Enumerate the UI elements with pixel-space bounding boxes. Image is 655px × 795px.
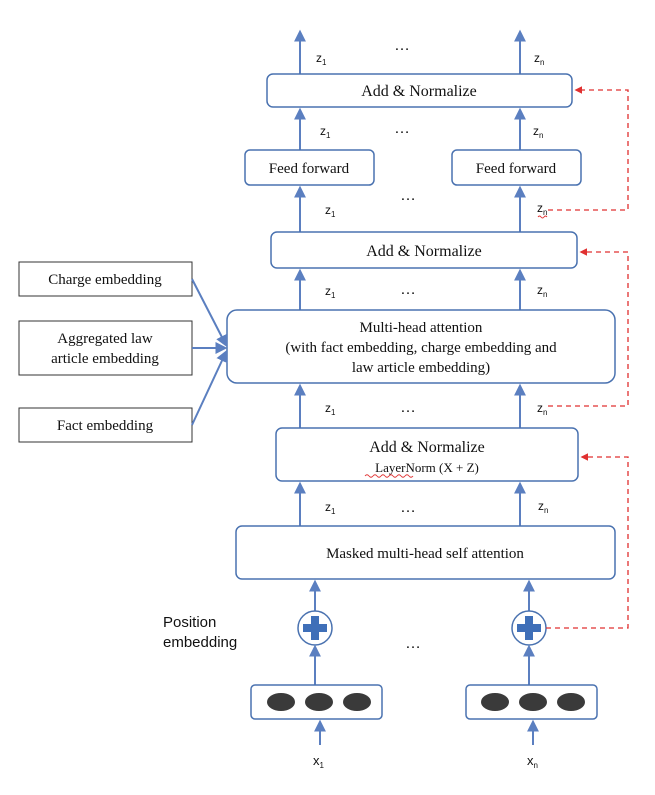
ellipsis-masked-out: … bbox=[400, 499, 416, 516]
law-article-embedding-line2: article embedding bbox=[51, 351, 159, 367]
zn-label-top: zn bbox=[534, 51, 544, 67]
residual-connection-middle bbox=[548, 248, 629, 407]
multi-head-attention-line3: law article embedding) bbox=[352, 360, 490, 376]
ellipsis-mha-in: … bbox=[400, 399, 416, 416]
xn-label: xn bbox=[527, 753, 538, 770]
masked-self-attention-box bbox=[235, 525, 616, 580]
z1-label-mha-in: z1 bbox=[325, 401, 336, 417]
z1-label-mha-out: z1 bbox=[325, 284, 336, 300]
add-normalize-top-box bbox=[266, 73, 573, 108]
ellipsis-ff-out: … bbox=[394, 120, 410, 137]
charge-embedding-box bbox=[18, 261, 193, 297]
multi-head-attention-title: Multi-head attention bbox=[360, 320, 483, 336]
fact-embedding-box bbox=[18, 407, 193, 443]
fact-to-mha-arrow bbox=[191, 349, 228, 426]
add-normalize-middle-box bbox=[270, 231, 578, 269]
law-article-embedding-box bbox=[18, 320, 193, 376]
add-normalize-middle-label: Add & Normalize bbox=[366, 243, 482, 260]
layernorm-squiggle bbox=[364, 474, 414, 478]
layernorm-formula: LayerNorm (X + Z) bbox=[375, 460, 479, 475]
plus-icon-left bbox=[297, 610, 333, 646]
zn-label-masked-out: zn bbox=[538, 499, 548, 515]
feed-forward-right-box bbox=[451, 149, 582, 186]
feed-forward-right-label: Feed forward bbox=[476, 161, 557, 177]
feed-forward-left-box bbox=[244, 149, 375, 186]
zn-label-mha-out: zn bbox=[537, 283, 547, 299]
add-normalize-top-label: Add & Normalize bbox=[361, 83, 477, 100]
token-embedding-right bbox=[465, 684, 598, 720]
ellipsis-top: … bbox=[394, 37, 410, 54]
zn-label-mha-in: zn bbox=[537, 401, 547, 417]
multi-head-attention-line2: (with fact embedding, charge embedding a… bbox=[285, 340, 557, 356]
plus-icon-right bbox=[511, 610, 547, 646]
residual-connection-top bbox=[548, 86, 629, 211]
charge-embedding-label: Charge embedding bbox=[48, 272, 162, 288]
x1-label: x1 bbox=[313, 753, 325, 770]
charge-to-mha-arrow bbox=[191, 278, 228, 348]
z1-label-top: z1 bbox=[316, 51, 327, 67]
law-article-embedding-line1: Aggregated law bbox=[57, 331, 153, 347]
add-normalize-bottom-label: Add & Normalize bbox=[369, 439, 485, 456]
z1-label-ff-in: z1 bbox=[325, 203, 336, 219]
position-embedding-line1: Position bbox=[163, 614, 216, 631]
zn-label-ff-in: zn bbox=[537, 201, 547, 217]
position-embedding-line2: embedding bbox=[163, 634, 237, 651]
add-normalize-bottom-box bbox=[275, 427, 579, 482]
zn-label-ff-out: zn bbox=[533, 124, 543, 140]
fact-embedding-label: Fact embedding bbox=[57, 418, 154, 434]
residual-connection-bottom bbox=[546, 453, 629, 629]
ellipsis-mha-out: … bbox=[400, 281, 416, 298]
masked-self-attention-label: Masked multi-head self attention bbox=[326, 546, 524, 562]
token-embedding-left bbox=[250, 684, 383, 720]
ellipsis-plus: … bbox=[405, 635, 421, 652]
spellcheck-squiggle bbox=[537, 215, 548, 219]
feed-forward-left-label: Feed forward bbox=[269, 161, 350, 177]
ellipsis-ff-in: … bbox=[400, 187, 416, 204]
z1-label-masked-out: z1 bbox=[325, 500, 336, 516]
z1-label-ff-out: z1 bbox=[320, 124, 331, 140]
